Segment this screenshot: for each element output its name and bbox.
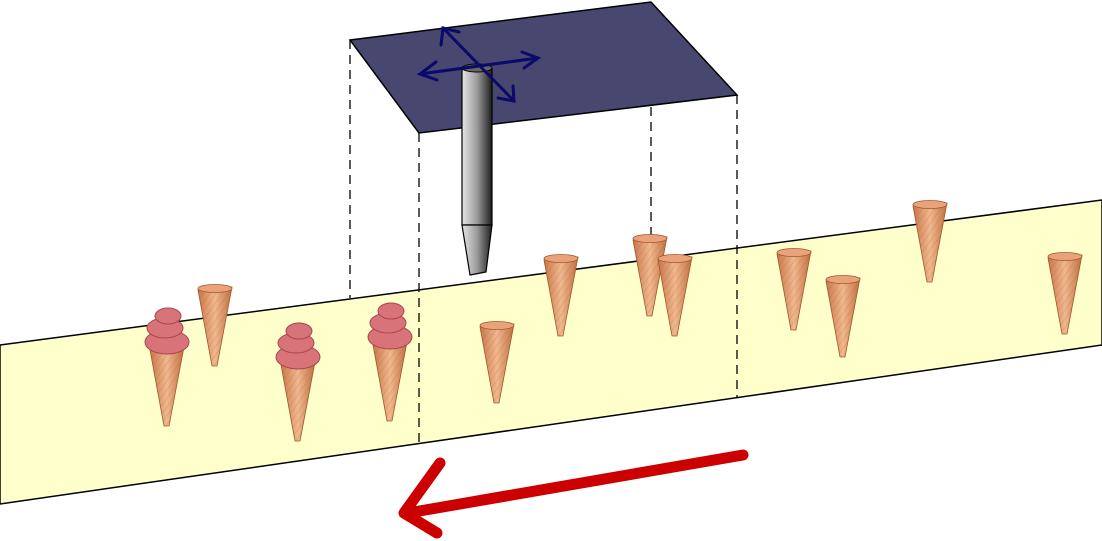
empty-cone	[479, 321, 515, 404]
empty-cone	[657, 254, 693, 337]
belt-direction-arrow-icon	[398, 449, 749, 539]
empty-cone	[543, 254, 579, 337]
projection-lines	[349, 2, 738, 443]
gantry-plate	[348, 1, 739, 134]
ice-cream-scoop	[377, 302, 405, 320]
ice-cream-scoop	[285, 322, 313, 340]
ice-cream-scoop	[154, 307, 182, 325]
empty-cone	[912, 200, 948, 283]
filled-cone	[367, 302, 413, 422]
empty-cone	[825, 275, 861, 358]
empty-cone	[1047, 252, 1083, 335]
empty-cone	[632, 234, 668, 317]
cones-layer	[144, 200, 1083, 442]
empty-cone	[197, 284, 233, 367]
nozzle	[461, 63, 493, 276]
empty-cone	[776, 248, 812, 331]
filled-cone	[275, 322, 321, 442]
conveyor-belt	[0, 199, 1102, 505]
filled-cone	[144, 307, 190, 427]
xy-motion-arrows-icon	[416, 26, 542, 103]
nozzle-tip	[461, 224, 493, 276]
